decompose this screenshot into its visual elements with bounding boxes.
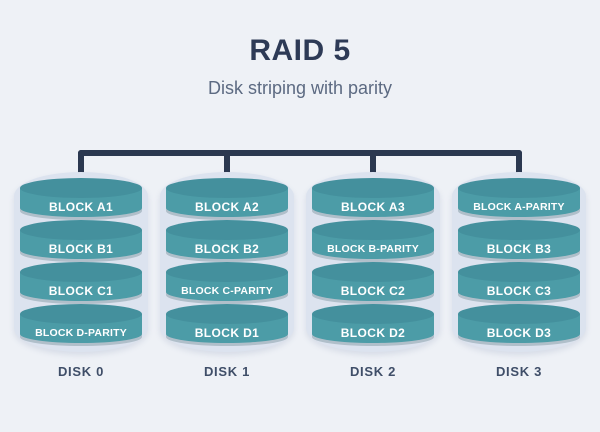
block-label: BLOCK D3 — [486, 325, 552, 340]
block-cap-ellipse — [166, 262, 288, 282]
block-label: BLOCK B-PARITY — [327, 242, 419, 255]
bus-connector — [0, 150, 600, 190]
page-subtitle: Disk striping with parity — [207, 78, 393, 98]
block-label: BLOCK C2 — [340, 283, 406, 298]
disk-column-1: BLOCK A2 BLOCK B2 BLOCK C-PARITY BLOCK D… — [160, 172, 294, 379]
disk-cylinder: BLOCK A-PARITY BLOCK B3 BLOCK C3 BLOCK D… — [452, 172, 586, 352]
block-cap-ellipse — [312, 262, 434, 282]
block-label: BLOCK A1 — [48, 199, 114, 214]
disk-column-2: BLOCK A3 BLOCK B-PARITY BLOCK C2 BLOCK D… — [306, 172, 440, 379]
page-title: RAID 5 — [249, 34, 351, 67]
block-label: BLOCK D-PARITY — [35, 326, 127, 339]
block-cap-ellipse — [312, 220, 434, 240]
disk-label: DISK 3 — [495, 364, 543, 379]
storage-block: BLOCK C2 — [312, 262, 434, 304]
storage-block: BLOCK A1 — [20, 178, 142, 220]
disk-cylinder: BLOCK A3 BLOCK B-PARITY BLOCK C2 BLOCK D… — [306, 172, 440, 352]
block-label: BLOCK B1 — [48, 241, 114, 256]
disk-cylinder: BLOCK A1 BLOCK B1 BLOCK C1 BLOCK D-PARIT… — [14, 172, 148, 352]
bus-horizontal-line — [78, 150, 522, 156]
block-cap-ellipse — [20, 220, 142, 240]
parity-block: BLOCK B-PARITY — [312, 220, 434, 262]
bus-drop-line-disk1 — [224, 150, 230, 188]
block-label: BLOCK B2 — [194, 241, 260, 256]
block-label: BLOCK A2 — [194, 199, 260, 214]
storage-block: BLOCK D3 — [458, 304, 580, 346]
storage-block: BLOCK C3 — [458, 262, 580, 304]
block-cap-ellipse — [20, 178, 142, 198]
block-cap-ellipse — [166, 220, 288, 240]
disk-row: BLOCK A1 BLOCK B1 BLOCK C1 BLOCK D-PARIT… — [14, 172, 586, 379]
bus-drop-line-disk2 — [370, 150, 376, 188]
block-label: BLOCK B3 — [486, 241, 552, 256]
storage-block: BLOCK B1 — [20, 220, 142, 262]
block-label: BLOCK D1 — [194, 325, 260, 340]
block-label: BLOCK C1 — [48, 283, 114, 298]
storage-block: BLOCK D1 — [166, 304, 288, 346]
block-cap-ellipse — [458, 304, 580, 324]
block-label: BLOCK D2 — [340, 325, 406, 340]
block-label: BLOCK A-PARITY — [473, 200, 565, 213]
bus-drop-line-disk3 — [516, 150, 522, 188]
disk-column-0: BLOCK A1 BLOCK B1 BLOCK C1 BLOCK D-PARIT… — [14, 172, 148, 379]
storage-block: BLOCK A2 — [166, 178, 288, 220]
disk-label: DISK 1 — [203, 364, 251, 379]
block-label: BLOCK A3 — [340, 199, 406, 214]
block-cap-ellipse — [166, 178, 288, 198]
storage-block: BLOCK B3 — [458, 220, 580, 262]
parity-block: BLOCK C-PARITY — [166, 262, 288, 304]
storage-block: BLOCK C1 — [20, 262, 142, 304]
block-cap-ellipse — [458, 178, 580, 198]
block-label: BLOCK C3 — [486, 283, 552, 298]
disk-label: DISK 0 — [57, 364, 105, 379]
block-cap-ellipse — [166, 304, 288, 324]
disk-cylinder: BLOCK A2 BLOCK B2 BLOCK C-PARITY BLOCK D… — [160, 172, 294, 352]
storage-block: BLOCK D2 — [312, 304, 434, 346]
bus-drop-line-disk0 — [78, 150, 84, 188]
disk-column-3: BLOCK A-PARITY BLOCK B3 BLOCK C3 BLOCK D… — [452, 172, 586, 379]
block-cap-ellipse — [20, 262, 142, 282]
storage-block: BLOCK B2 — [166, 220, 288, 262]
block-cap-ellipse — [458, 220, 580, 240]
parity-block: BLOCK D-PARITY — [20, 304, 142, 346]
block-cap-ellipse — [458, 262, 580, 282]
parity-block: BLOCK A-PARITY — [458, 178, 580, 220]
block-cap-ellipse — [312, 304, 434, 324]
disk-label: DISK 2 — [349, 364, 397, 379]
block-label: BLOCK C-PARITY — [181, 284, 273, 297]
storage-block: BLOCK A3 — [312, 178, 434, 220]
block-cap-ellipse — [20, 304, 142, 324]
block-cap-ellipse — [312, 178, 434, 198]
